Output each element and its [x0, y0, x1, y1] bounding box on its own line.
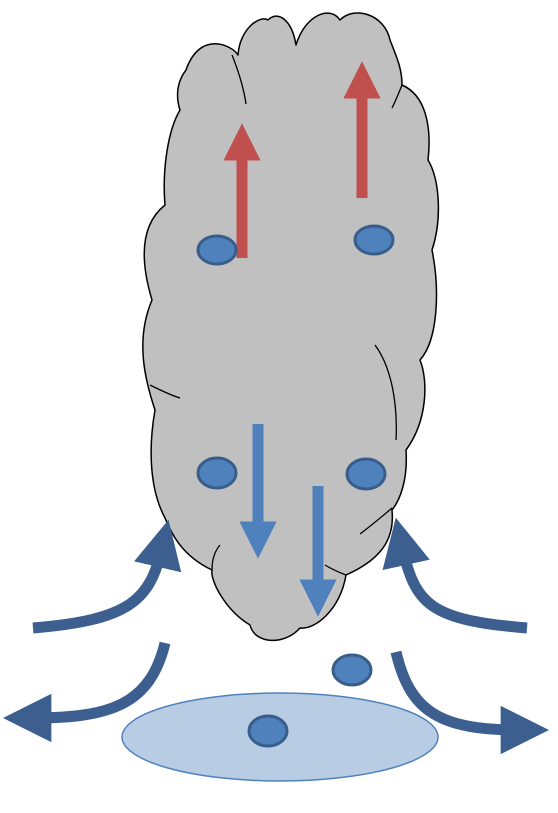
- inflow-arrow-left: [33, 548, 162, 628]
- storm-cloud-body: [143, 13, 439, 640]
- storm-cloud: [143, 13, 439, 640]
- droplet-middle-right: [347, 459, 385, 489]
- droplet-pool-edge: [333, 655, 371, 685]
- outflow-arrow-left: [32, 643, 165, 718]
- inflow-arrow-right: [402, 546, 527, 628]
- droplet-upper-left: [198, 236, 236, 264]
- droplet-upper-right: [355, 226, 393, 254]
- droplet-middle-left: [198, 458, 236, 488]
- droplet-pool-center: [249, 716, 287, 746]
